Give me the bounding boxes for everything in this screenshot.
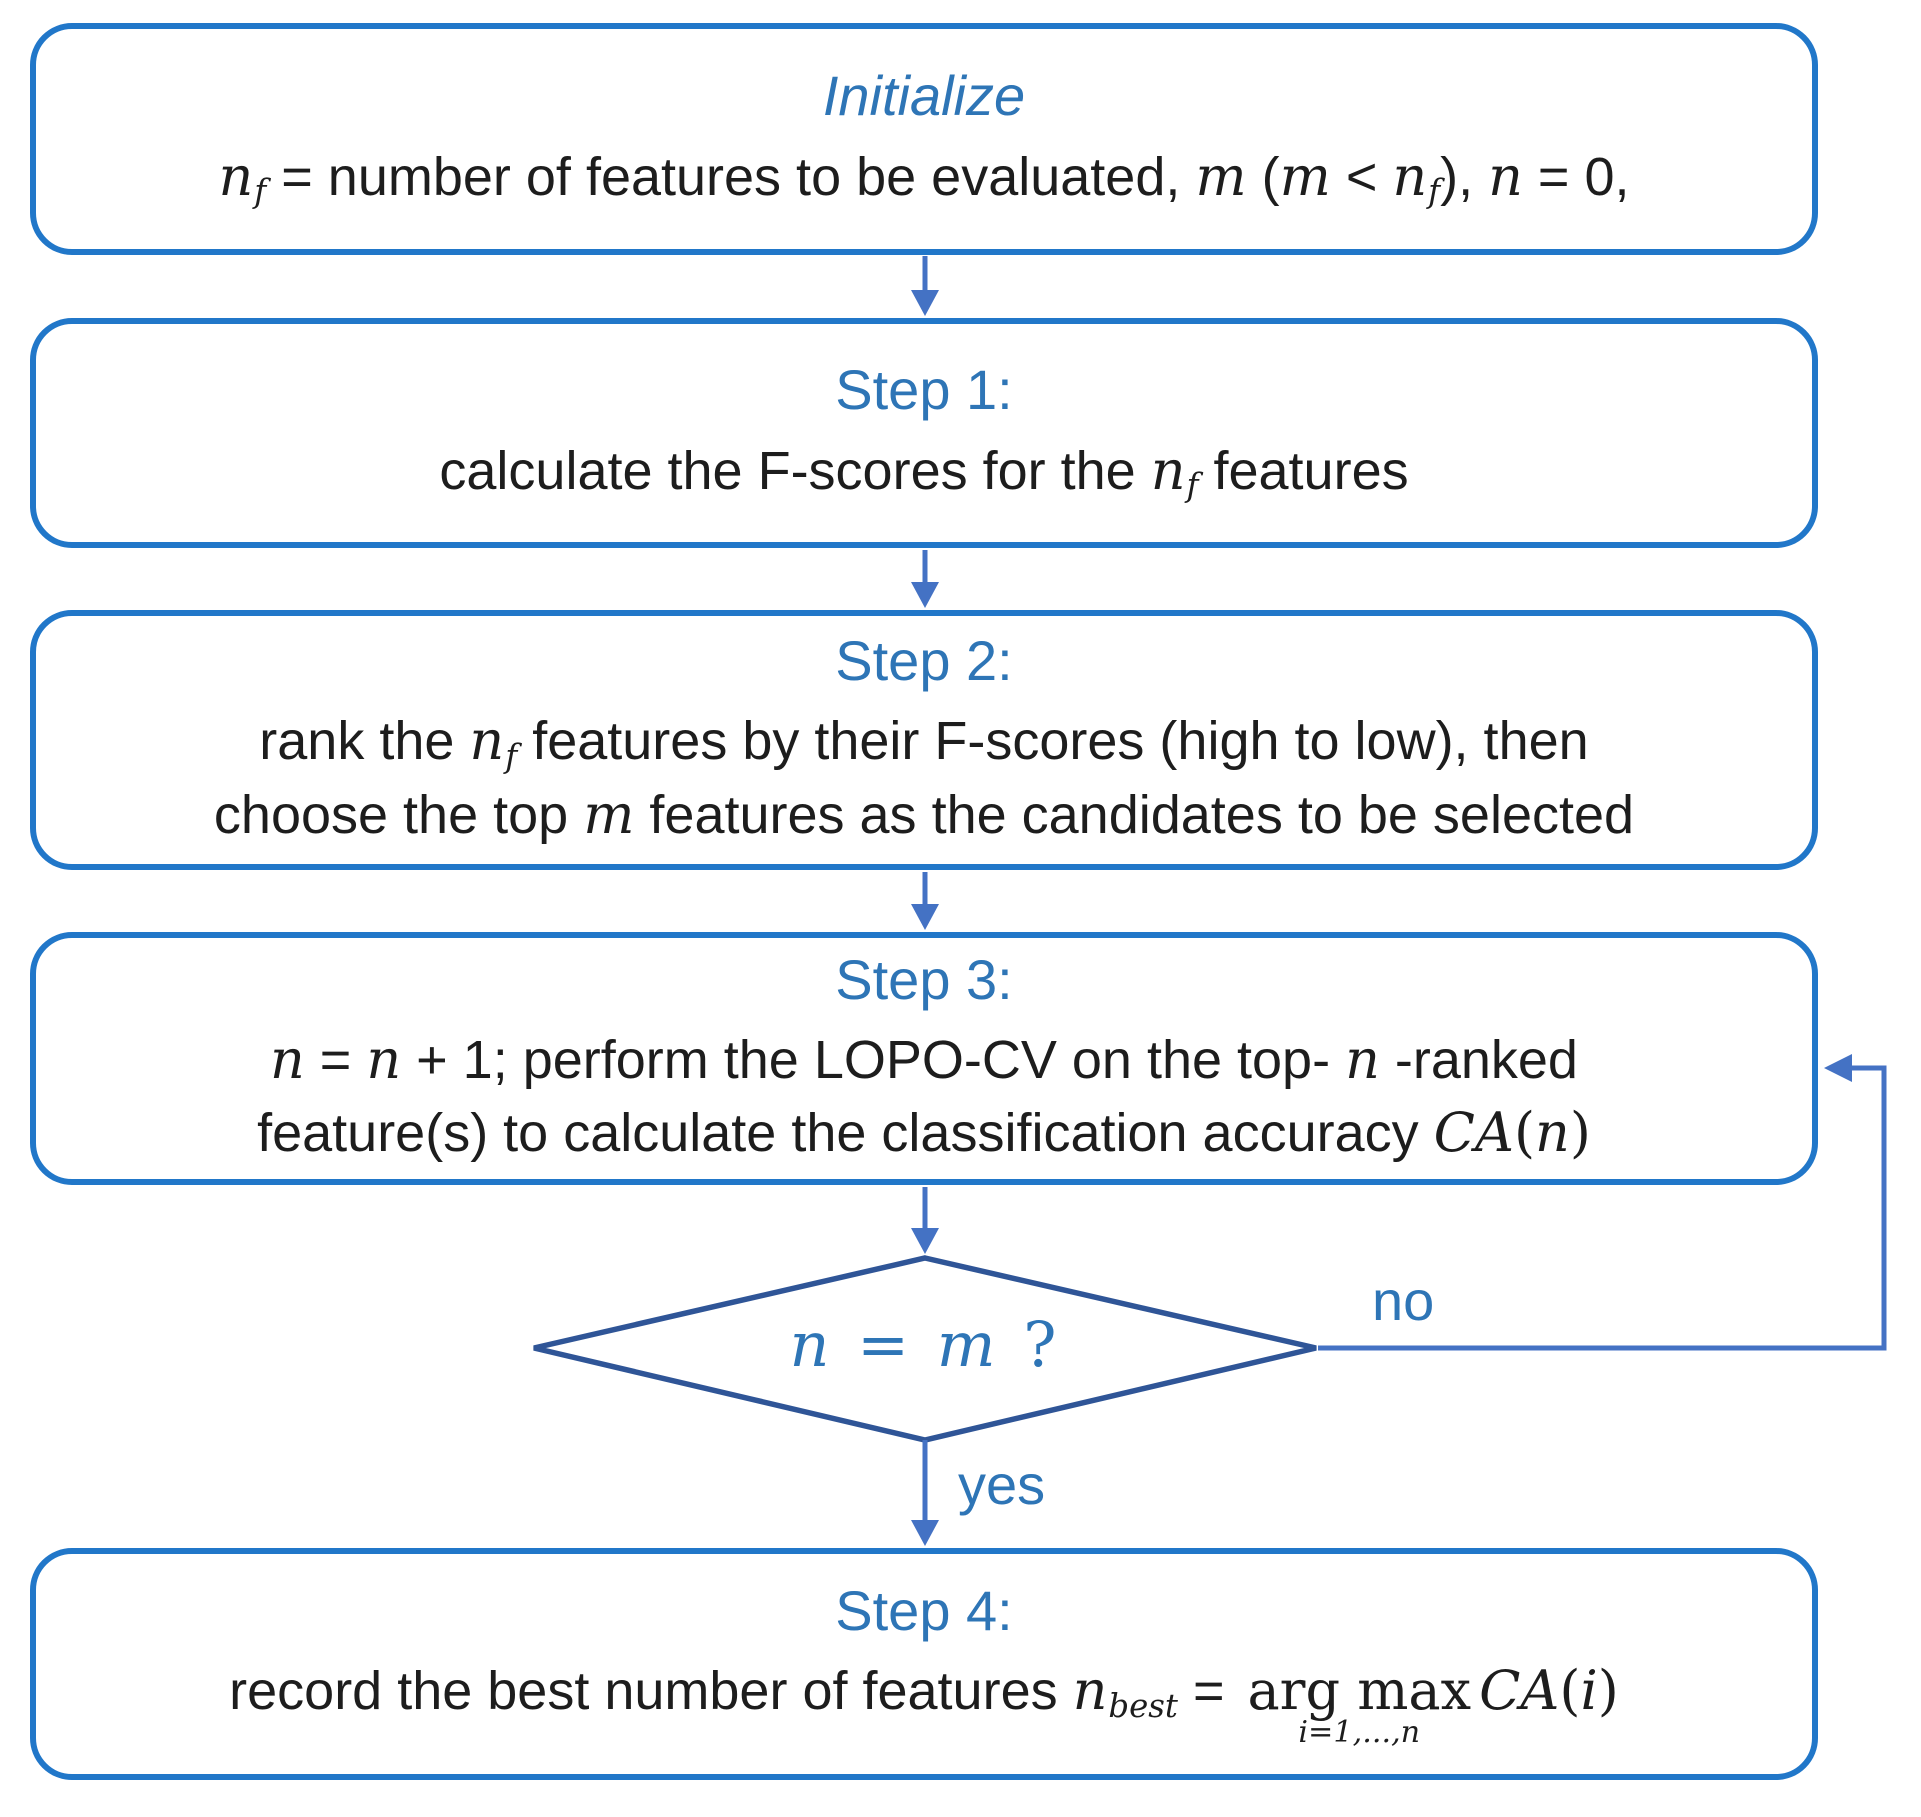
node-initialize: Initialize nf = number of features to be…	[30, 23, 1818, 255]
arrow-step1-to-step2	[911, 550, 939, 608]
node-step1: Step 1: calculate the F-scores for the n…	[30, 318, 1818, 548]
node-step4: Step 4: record the best number of featur…	[30, 1548, 1818, 1780]
node-step4-title: Step 4:	[835, 1578, 1013, 1642]
node-step2-body-line1: rank the nf features by their F-scores (…	[259, 709, 1589, 776]
node-initialize-title: Initialize	[822, 64, 1026, 128]
node-step3-body-line1: n = n + 1; perform the LOPO-CV on the to…	[270, 1028, 1578, 1092]
node-initialize-body: nf = number of features to be evaluated,…	[218, 144, 1630, 211]
node-step2: Step 2: rank the nf features by their F-…	[30, 610, 1818, 870]
node-step3-body-line2: feature(s) to calculate the classificati…	[257, 1100, 1591, 1164]
no-label: no	[1372, 1269, 1435, 1332]
node-step1-title: Step 1:	[835, 358, 1013, 422]
node-step3: Step 3: n = n + 1; perform the LOPO-CV o…	[30, 932, 1818, 1185]
node-step4-body: record the best number of features nbest…	[229, 1659, 1619, 1751]
node-step3-title: Step 3:	[835, 947, 1013, 1011]
arrow-decision-to-step4-yes	[911, 1440, 939, 1546]
node-step1-body: calculate the F-scores for the nf featur…	[439, 438, 1409, 505]
arrow-step2-to-step3	[911, 872, 939, 930]
arrow-initialize-to-step1	[911, 256, 939, 316]
decision-label: n = m ?	[789, 1308, 1061, 1381]
arrow-step3-to-decision	[911, 1187, 939, 1254]
node-step2-body-line2: choose the top m features as the candida…	[213, 782, 1635, 846]
node-step2-title: Step 2:	[835, 629, 1013, 693]
yes-label: yes	[958, 1453, 1046, 1516]
